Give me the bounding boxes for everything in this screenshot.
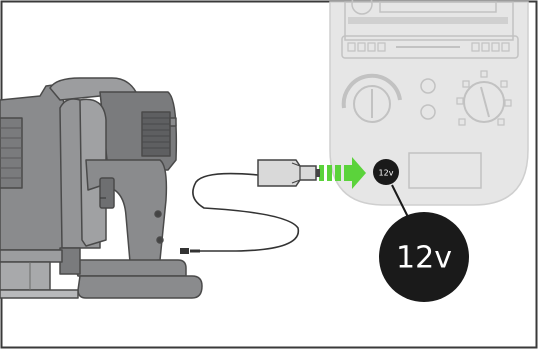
- power-socket-icon: 12v: [373, 159, 399, 185]
- car-charger-cable-icon: [180, 159, 320, 254]
- handheld-vacuum-icon: [0, 77, 203, 299]
- voltage-callout-label: 12v: [396, 241, 452, 276]
- voltage-callout-badge: 12v: [379, 212, 469, 302]
- socket-badge-label: 12v: [379, 169, 394, 178]
- car-dashboard-icon: [329, 0, 529, 206]
- green-arrow-icon: [319, 157, 366, 189]
